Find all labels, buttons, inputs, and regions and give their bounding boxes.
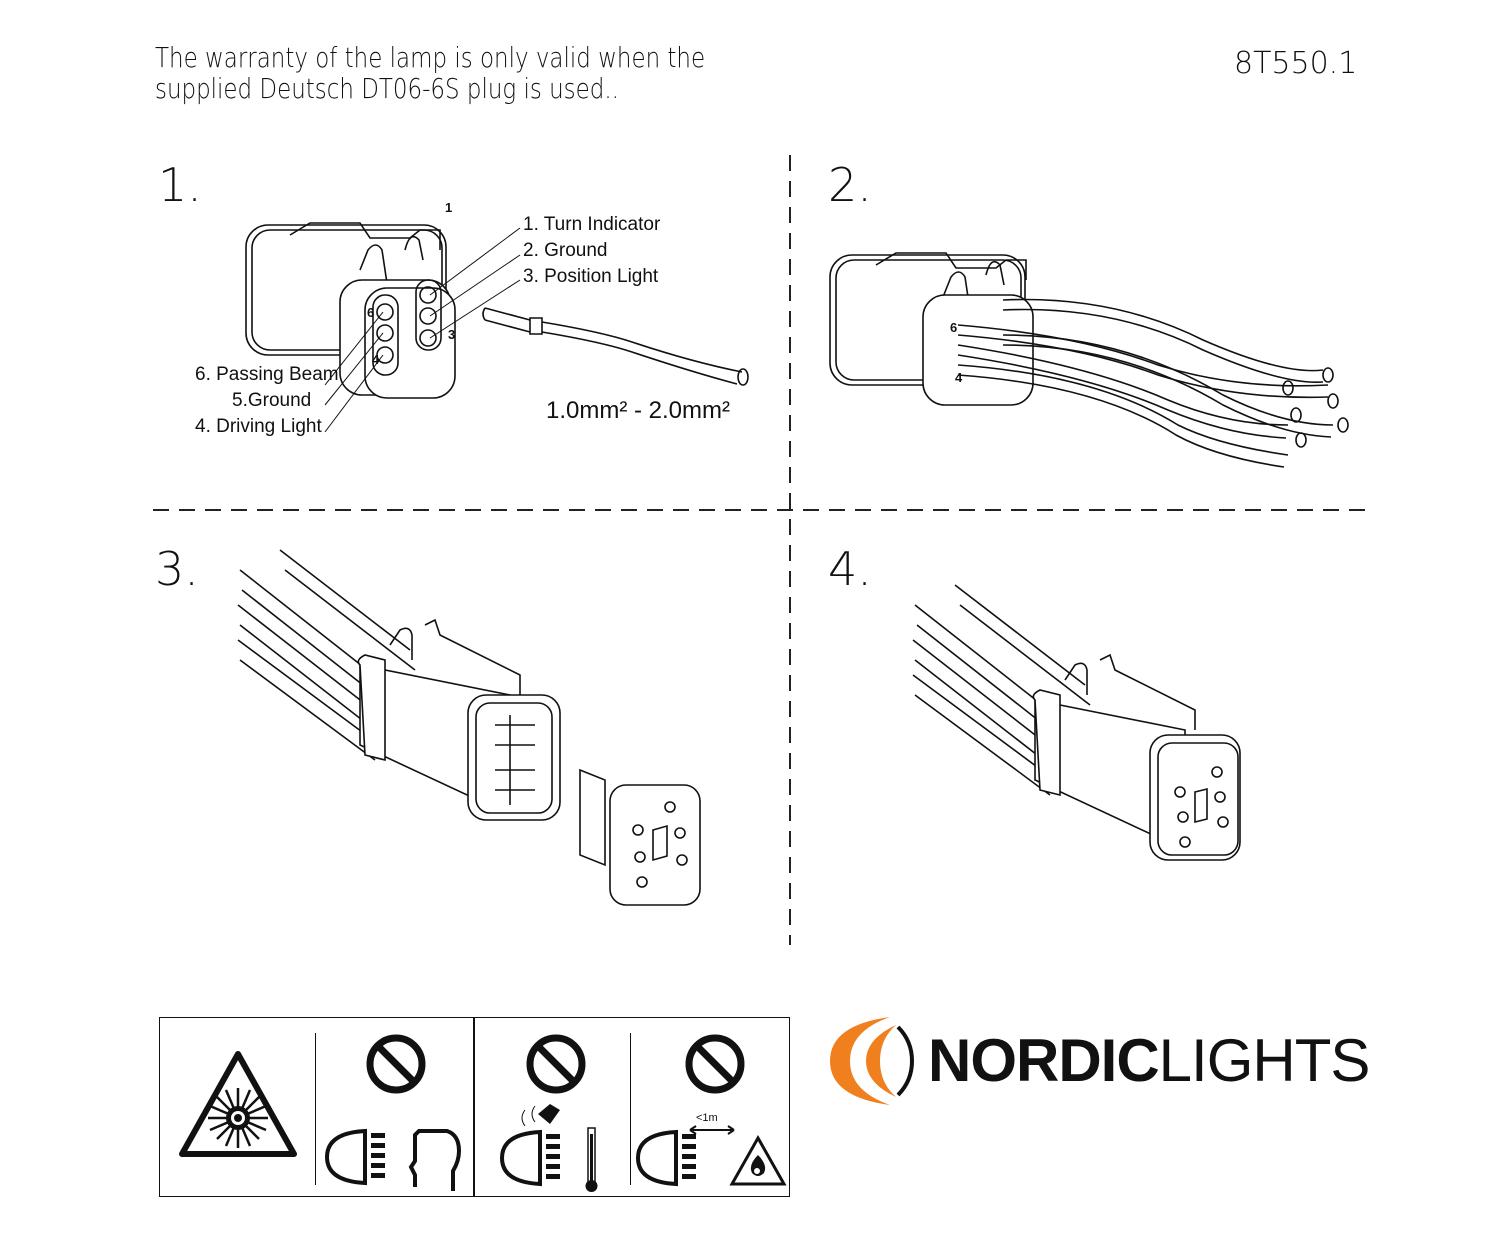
pin-number-1: 1 bbox=[445, 200, 453, 215]
prohibition-icon bbox=[366, 1034, 426, 1094]
panel-separator bbox=[630, 1033, 631, 1185]
pin-number-6: 6 bbox=[367, 305, 375, 320]
pin-number-3: 3 bbox=[448, 327, 456, 342]
wire-gauge-label: 1.0mm² - 2.0mm² bbox=[546, 397, 731, 424]
step-2-number: 2. bbox=[828, 158, 872, 212]
do-not-touch-hot-lamp-icon bbox=[499, 1104, 598, 1192]
panel-divider bbox=[473, 1018, 475, 1196]
step-1-number: 1. bbox=[158, 158, 202, 212]
pin-number-4: 4 bbox=[372, 352, 380, 367]
panel-separator bbox=[315, 1033, 316, 1185]
connector-step2-illustration bbox=[829, 252, 1349, 468]
brand-light: LIGHTS bbox=[1158, 1027, 1371, 1094]
distance-label: <1m bbox=[696, 1112, 718, 1124]
connector-step1-illustration bbox=[245, 222, 749, 433]
connector-step3-illustration bbox=[237, 549, 701, 906]
brand-wordmark: NORDICLIGHTS bbox=[928, 1027, 1371, 1094]
vertical-divider bbox=[789, 155, 791, 945]
pin-label-ground-5: 5.Ground bbox=[232, 390, 312, 411]
step-4-number: 4. bbox=[828, 542, 872, 596]
horizontal-divider bbox=[153, 509, 1370, 511]
pin-label-position-light: 3. Position Light bbox=[523, 266, 659, 287]
connector-step4-illustration bbox=[912, 584, 1241, 861]
pin-label-driving-light: 4. Driving Light bbox=[195, 416, 322, 437]
pin-label-passing-beam: 6. Passing Beam bbox=[195, 364, 339, 385]
step2-pin-number-6: 6 bbox=[950, 320, 958, 335]
do-not-look-into-lamp-icon bbox=[324, 1128, 462, 1191]
pin-label-ground-2: 2. Ground bbox=[523, 240, 608, 261]
prohibition-icon bbox=[526, 1034, 586, 1094]
document-number: 8T550.1 bbox=[1234, 46, 1358, 81]
brand-bold: NORDIC bbox=[928, 1027, 1160, 1094]
safety-warnings-panel: <1m bbox=[159, 1017, 790, 1197]
pin-label-turn-indicator: 1. Turn Indicator bbox=[523, 214, 661, 235]
optical-radiation-warning-icon bbox=[179, 1051, 297, 1157]
prohibition-icon bbox=[685, 1034, 745, 1094]
warranty-line-1: The warranty of the lamp is only valid w… bbox=[155, 41, 706, 74]
step-3-number: 3. bbox=[155, 542, 199, 596]
warranty-note: The warranty of the lamp is only valid w… bbox=[155, 42, 705, 104]
step2-pin-number-4: 4 bbox=[955, 370, 963, 385]
warranty-line-2: supplied Deutsch DT06-6S plug is used.. bbox=[155, 72, 619, 105]
keep-flammables-away-icon bbox=[635, 1125, 787, 1187]
nordiclights-logo-icon bbox=[830, 1017, 915, 1105]
